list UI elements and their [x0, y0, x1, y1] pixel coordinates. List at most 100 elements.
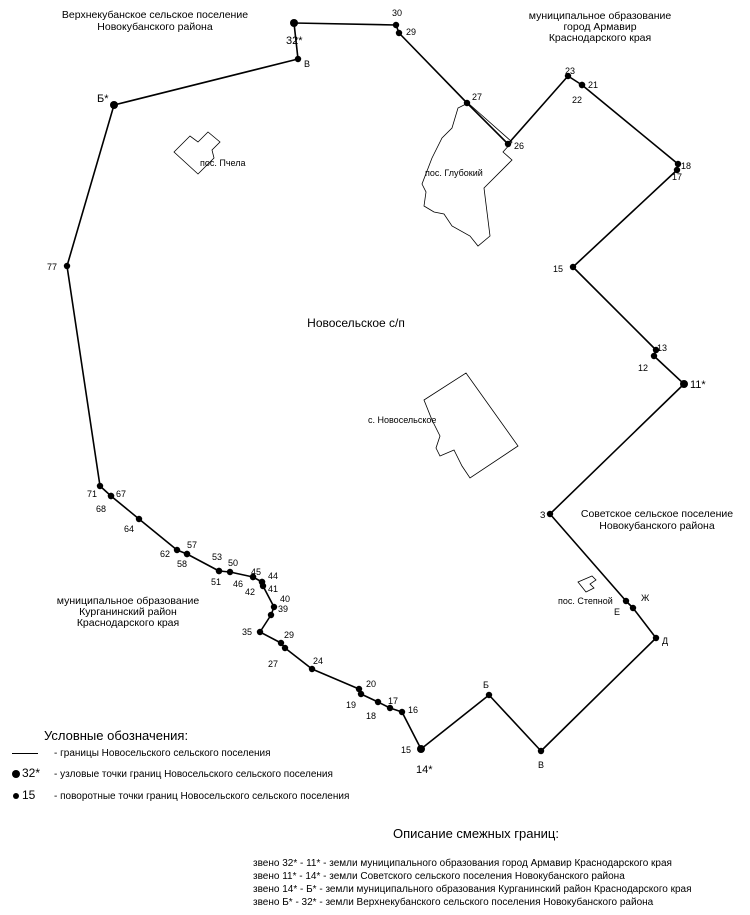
point-label: 12: [638, 363, 648, 373]
point-label: 13: [657, 343, 667, 353]
turn-point: [674, 160, 682, 168]
turn-point: [355, 685, 363, 693]
point-label: 46: [233, 579, 243, 589]
adjacent-title: Описание смежных границ:: [393, 826, 559, 841]
point-label: 29: [284, 630, 294, 640]
adjacent-row: звено 11* - 14* - земли Советского сельс…: [253, 871, 625, 882]
turn-point: [463, 99, 471, 107]
adjacent-row: звено 14* - Б* - земли муниципального об…: [253, 884, 692, 895]
point-label: 15: [401, 745, 411, 755]
turn-point: [277, 639, 285, 647]
point-label: 27: [472, 92, 482, 102]
point-label: 40: [280, 594, 290, 604]
point-label: 67: [116, 489, 126, 499]
point-label: Е: [614, 607, 620, 617]
point-label: 17: [672, 172, 682, 182]
turn-point: [392, 21, 400, 29]
point-label: 57: [187, 540, 197, 550]
settlement-stepnoy-label: пос. Степной: [558, 596, 613, 606]
point-label: 71: [87, 489, 97, 499]
turn-point: [546, 510, 554, 518]
node-point: [290, 19, 298, 27]
point-label: 51: [211, 577, 221, 587]
turn-point: [63, 262, 71, 270]
region-label-verkhnekubanskoe: Верхнекубанское сельское поселение Новок…: [62, 9, 248, 33]
turn-point: [398, 708, 406, 716]
turn-point: [281, 644, 289, 652]
legend-line-symbol: [10, 745, 54, 761]
point-label: 11*: [690, 379, 706, 391]
point-label: 64: [124, 524, 134, 534]
adjacent-row: звено 32* - 11* - земли муниципального о…: [253, 858, 672, 869]
point-label: В: [304, 59, 310, 69]
turn-point: [485, 691, 493, 699]
point-label: 26: [514, 141, 524, 151]
center-label: Новосельское с/п: [307, 316, 405, 330]
legend-title: Условные обозначения:: [44, 728, 189, 743]
settlement-glubokiy-outline: [421, 102, 513, 247]
point-label: 32*: [286, 35, 303, 47]
turn-point: [564, 72, 572, 80]
turn-point: [629, 604, 637, 612]
turn-point: [107, 492, 115, 500]
point-label: 15: [553, 264, 563, 274]
point-label: 20: [366, 679, 376, 689]
svg-text:Новокубанского района: Новокубанского района: [599, 520, 715, 532]
point-label: Б*: [97, 93, 109, 105]
legend-row-node: 32* - узловые точки границ Новосельского…: [10, 766, 333, 782]
point-label: 14*: [416, 764, 433, 776]
point-label: 35: [242, 627, 252, 637]
turn-point: [294, 55, 302, 63]
point-label: 62: [160, 549, 170, 559]
turn-point: [673, 166, 681, 174]
point-label: 53: [212, 552, 222, 562]
svg-text:Курганинский район: Курганинский район: [79, 606, 177, 618]
turn-point: [569, 263, 577, 271]
turn-point: [256, 628, 264, 636]
region-label-kurganinsky: муниципальное образование Курганинский р…: [57, 595, 200, 629]
turn-point: [258, 578, 266, 586]
point-label: В: [538, 760, 544, 770]
region-label-armavir: муниципальное образование город Армавир …: [529, 10, 672, 44]
point-label: 42: [245, 587, 255, 597]
point-label: Б: [483, 680, 489, 690]
settlement-novoselskoe-label: с. Новосельское: [368, 415, 436, 425]
turn-point: [650, 352, 658, 360]
turn-point: [226, 568, 234, 576]
node-point: [110, 101, 118, 109]
svg-text:Краснодарского края: Краснодарского края: [549, 32, 651, 44]
settlement-pchela-label: пос. Пчела: [200, 158, 246, 168]
turn-point: [504, 140, 512, 148]
legend-node-symbol: 32*: [10, 766, 54, 782]
point-label: 50: [228, 558, 238, 568]
svg-text:Советское сельское поселение: Советское сельское поселение: [581, 508, 733, 520]
svg-text:муниципальное образование: муниципальное образование: [529, 10, 672, 22]
turn-point: [652, 346, 660, 354]
turn-point: [395, 29, 403, 37]
svg-text:муниципальное образование: муниципальное образование: [57, 595, 200, 607]
turn-point: [215, 567, 223, 575]
svg-text:Краснодарского края: Краснодарского края: [77, 617, 179, 629]
point-label: 29: [406, 27, 416, 37]
point-label: 77: [47, 262, 57, 272]
turn-point: [135, 515, 143, 523]
turn-point: [249, 573, 257, 581]
legend-row-turn: 15 - поворотные точки границ Новосельско…: [10, 788, 349, 804]
point-label: 16: [408, 705, 418, 715]
point-label: 68: [96, 504, 106, 514]
svg-text:Новокубанского района: Новокубанского района: [97, 21, 213, 33]
svg-text:Верхнекубанское сельское посел: Верхнекубанское сельское поселение: [62, 9, 248, 21]
point-label: Д: [662, 636, 668, 646]
point-label: 23: [565, 66, 575, 76]
point-label: 17: [388, 696, 398, 706]
turn-point: [96, 482, 104, 490]
legend-node-text: - узловые точки границ Новосельского сел…: [54, 768, 333, 780]
svg-text:город Армавир: город Армавир: [563, 21, 636, 33]
turn-point: [270, 603, 278, 611]
legend-line-text: - границы Новосельского сельского поселе…: [54, 747, 271, 759]
point-label: 39: [278, 604, 288, 614]
turn-point: [652, 634, 660, 642]
settlement-novoselskoe-outline: [423, 372, 519, 479]
point-label: 19: [346, 700, 356, 710]
